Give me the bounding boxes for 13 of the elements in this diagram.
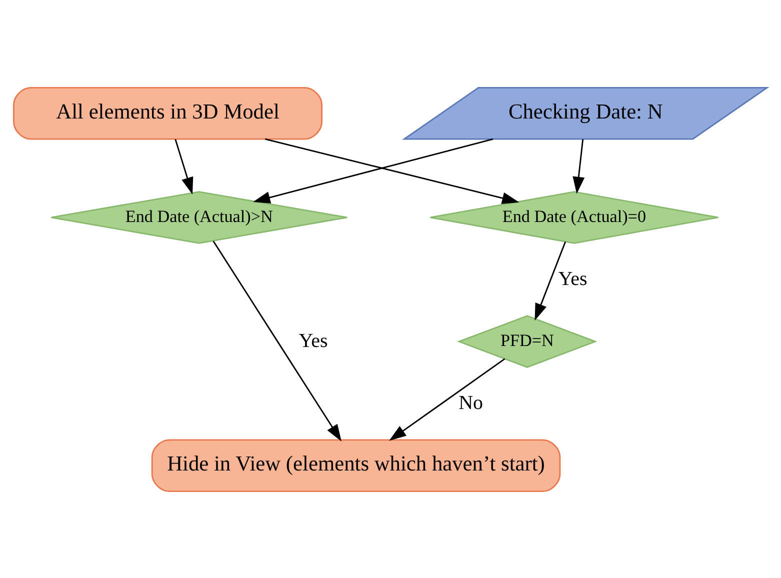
arrow <box>572 138 585 194</box>
arrow <box>174 138 194 194</box>
edge-label: Yes <box>298 329 328 352</box>
edge-label: No <box>458 391 484 414</box>
arrow <box>534 240 566 320</box>
node-box: Hide in View (elements which haven’t start) <box>151 438 561 492</box>
arrow <box>212 240 342 442</box>
arrow <box>264 138 520 204</box>
edge-label: Yes <box>558 267 588 290</box>
node-box: All elements in 3D Model <box>13 86 322 140</box>
node-diamond: PFD=N <box>457 314 598 368</box>
arrow <box>253 138 494 203</box>
arrow <box>389 358 506 440</box>
